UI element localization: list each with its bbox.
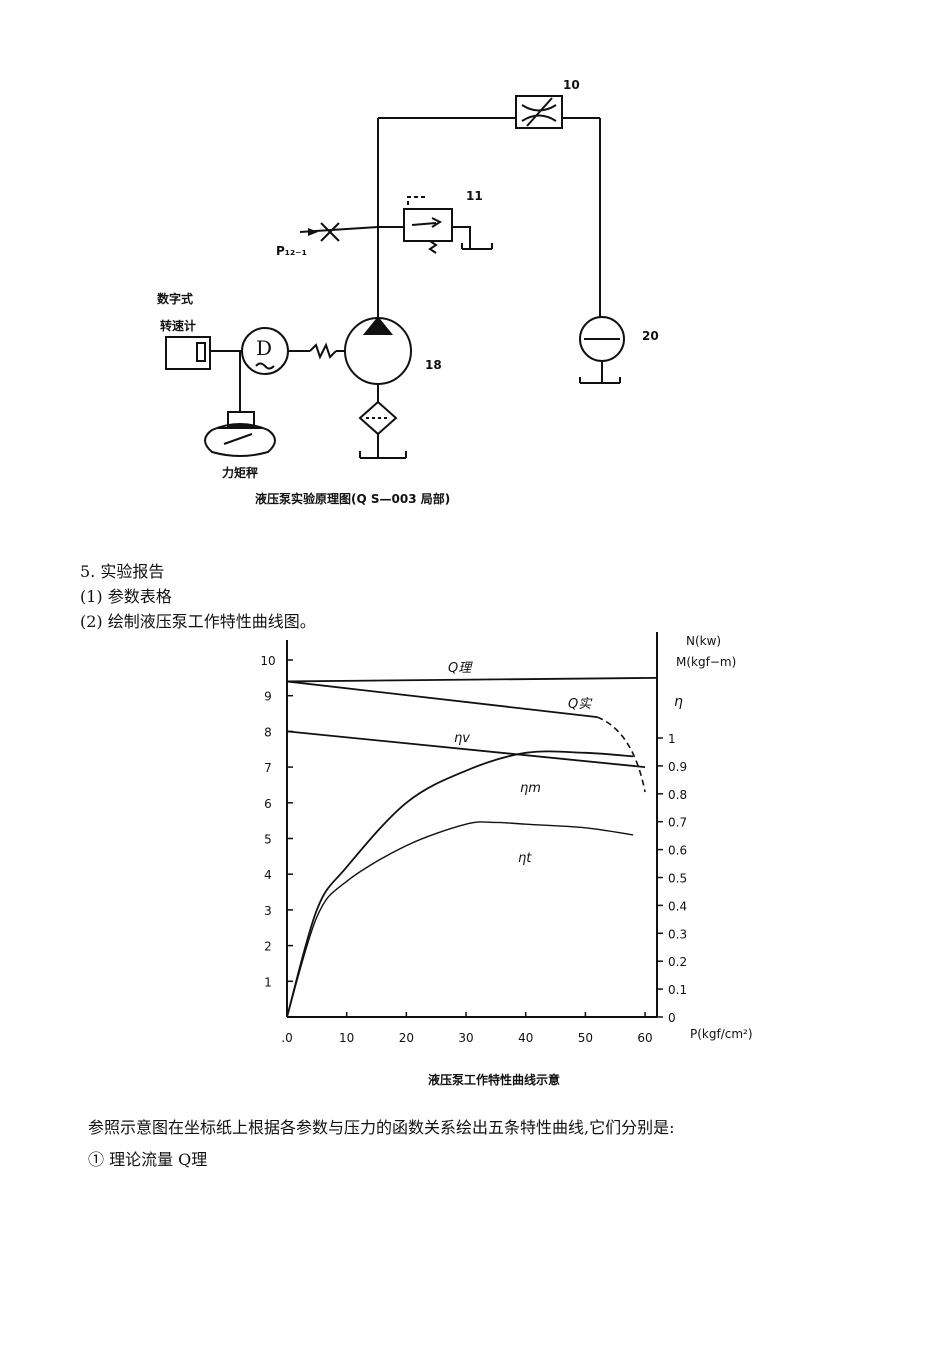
- chart-caption: 液压泵工作特性曲线示意: [428, 1073, 561, 1087]
- x-tick-label: 40: [518, 1031, 533, 1045]
- schematic-caption: 液压泵实验原理图(Q S—003 局部): [255, 492, 451, 506]
- x-tick-label: 20: [399, 1031, 414, 1045]
- right-tick-label: 0.2: [668, 955, 687, 969]
- left-tick-label: 2: [264, 940, 272, 954]
- label-10: 10: [563, 78, 580, 92]
- hydraulic-schematic: [165, 95, 625, 459]
- left-tick-label: 3: [264, 904, 272, 918]
- right-tick-label: 0.8: [668, 788, 687, 802]
- torque-scale-icon: [204, 351, 276, 457]
- report-item-2: (2) 绘制液压泵工作特性曲线图。: [80, 612, 316, 631]
- right-tick-label: 0: [668, 1011, 676, 1025]
- report-item-1: (1) 参数表格: [80, 587, 172, 606]
- series-label: ηm: [520, 781, 541, 796]
- series-label: ηv: [454, 731, 470, 746]
- x-axis-label: P(kgf/cm²): [690, 1027, 753, 1041]
- x-tick-label: 60: [637, 1031, 652, 1045]
- label-11: 11: [466, 189, 483, 203]
- flow-meter-icon: [579, 316, 625, 384]
- label-p12: P₁₂₋₁: [276, 244, 307, 258]
- q-actual-dashed-tail: [597, 716, 646, 793]
- x-tick-label: 50: [578, 1031, 593, 1045]
- left-tick-label: 6: [264, 797, 272, 811]
- relief-valve-icon: [378, 196, 493, 254]
- left-tick-label: 5: [264, 833, 272, 847]
- right-tick-label: 0.9: [668, 760, 687, 774]
- curve-item-1: ① 理论流量 Q理: [88, 1150, 208, 1169]
- pump-triangle-icon: [362, 316, 394, 335]
- label-torque-scale: 力矩秤: [222, 466, 259, 480]
- right-tick-label: 0.1: [668, 983, 687, 997]
- tachometer-icon: [165, 336, 242, 370]
- left-tick-label: 9: [264, 690, 272, 704]
- series-label: ηt: [518, 851, 532, 866]
- throttle-valve-icon: [515, 95, 563, 129]
- report-heading: 5. 实验报告: [80, 562, 165, 581]
- coupling-icon: [288, 342, 345, 360]
- left-tick-label: 4: [264, 868, 272, 882]
- x-tick-label: .0: [281, 1031, 292, 1045]
- series-line: [286, 821, 634, 1018]
- series-line: [286, 750, 634, 1018]
- right-tick-label: 0.7: [668, 816, 687, 830]
- label-digital: 数字式: [157, 292, 194, 306]
- label-motor: D: [256, 336, 273, 360]
- right-label-eta: η: [674, 694, 683, 710]
- label-tachometer: 转速计: [160, 319, 197, 333]
- left-tick-label: 10: [260, 654, 275, 668]
- filter-icon: [358, 384, 407, 459]
- series-line: [286, 676, 658, 683]
- label-18: 18: [425, 358, 442, 372]
- right-tick-label: 0.3: [668, 927, 687, 941]
- right-tick-label: 0.4: [668, 899, 687, 913]
- left-tick-label: 7: [264, 761, 272, 775]
- series-label: Q实: [568, 696, 593, 712]
- left-tick-label: 8: [264, 725, 272, 739]
- label-20: 20: [642, 329, 659, 343]
- instruction-paragraph: 参照示意图在坐标纸上根据各参数与压力的函数关系绘出五条特性曲线,它们分别是:: [88, 1118, 675, 1137]
- pump-characteristic-chart: 1 2 3 4 5 6 7 8 9 10 0 0.1 0.2 0.3 0.4 0.5 0.6 0.7 0.8 0.9 1…: [260, 632, 753, 1045]
- x-tick-label: 30: [458, 1031, 473, 1045]
- right-tick-label: 1: [668, 732, 676, 746]
- right-label-torque: M(kgf−m): [676, 655, 736, 669]
- x-tick-label: 10: [339, 1031, 354, 1045]
- left-tick-label: 1: [264, 975, 272, 989]
- series-line: [286, 680, 598, 719]
- right-label-power: N(kw): [686, 634, 721, 648]
- series-label: Q理: [448, 661, 473, 676]
- right-tick-label: 0.6: [668, 844, 687, 858]
- series-line: [286, 730, 646, 768]
- right-tick-label: 0.5: [668, 872, 687, 886]
